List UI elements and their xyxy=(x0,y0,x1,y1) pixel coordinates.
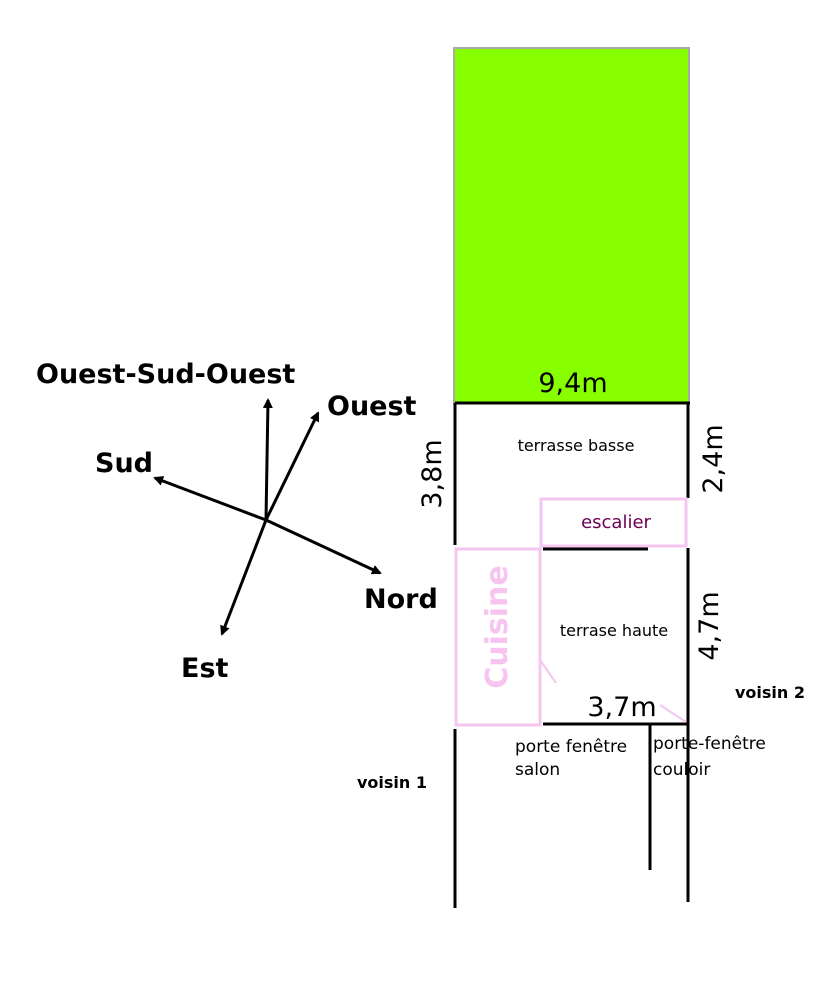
dimension-height-left: 3,8m xyxy=(417,439,448,508)
walls xyxy=(453,401,690,908)
arrow-ouest xyxy=(264,411,320,521)
label-ouest: Ouest xyxy=(327,391,417,422)
label-est: Est xyxy=(181,653,229,684)
compass: Ouest-Sud-Ouest Ouest Sud Nord Est xyxy=(36,359,438,684)
voisin-2-label: voisin 2 xyxy=(735,683,805,702)
cuisine-door-swing xyxy=(539,659,557,684)
terrasse-basse-label: terrasse basse xyxy=(518,436,635,455)
label-ouest-sud-ouest: Ouest-Sud-Ouest xyxy=(36,359,295,390)
cuisine-label: Cuisine xyxy=(480,565,515,689)
dimension-height-right-top: 2,4m xyxy=(698,424,729,493)
terrasse-haute-label: terrase haute xyxy=(560,621,668,640)
door-salon-line2: salon xyxy=(515,760,560,780)
arrow-sud xyxy=(153,476,267,522)
garden-area xyxy=(453,47,690,404)
voisin-1-label: voisin 1 xyxy=(357,773,427,792)
arrow-nord xyxy=(265,518,382,575)
arrow-est xyxy=(220,519,268,636)
dimension-height-right-bottom: 4,7m xyxy=(694,591,725,660)
label-sud: Sud xyxy=(95,448,153,479)
arrow-ouest-sud-ouest xyxy=(262,398,273,521)
door-salon-line1: porte fenêtre xyxy=(515,737,627,757)
escalier-box xyxy=(539,497,688,548)
escalier-label: escalier xyxy=(581,512,651,533)
cuisine-box xyxy=(454,547,542,727)
door-couloir-line1: porte-fenêtre xyxy=(653,734,766,754)
door-couloir-line2: couloir xyxy=(653,760,710,780)
dimension-width-top: 9,4m xyxy=(538,368,607,399)
couloir-door-swing xyxy=(659,704,687,723)
label-nord: Nord xyxy=(364,584,438,615)
dimension-width-bottom: 3,7m xyxy=(587,692,656,723)
